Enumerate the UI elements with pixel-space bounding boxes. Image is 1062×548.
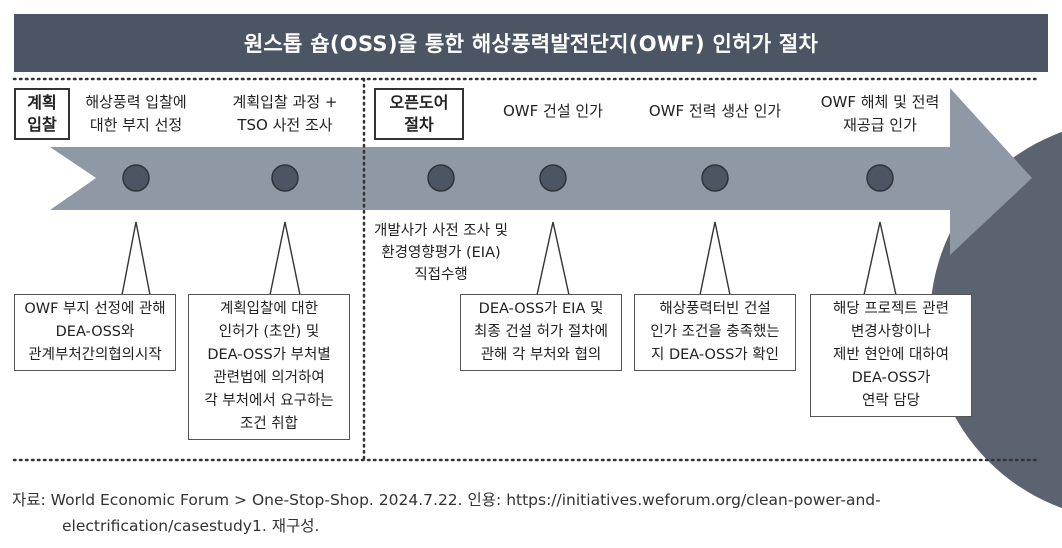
callout-box-5: 해당 프로젝트 관련 변경사항이나 제반 현안에 대하여 DEA-OSS가 연락… — [810, 294, 972, 417]
callout-pointer-3 — [536, 221, 570, 296]
page-title: 원스톱 숍(OSS)을 통한 해상풍력발전단지(OWF) 인허가 절차 — [243, 32, 819, 56]
stage-marker-5 — [701, 164, 729, 192]
title-bar: 원스톱 숍(OSS)을 통한 해상풍력발전단지(OWF) 인허가 절차 — [14, 14, 1048, 72]
stage-marker-6 — [866, 164, 894, 192]
callout-box-3: DEA-OSS가 EIA 및 최종 건설 허가 절차에 관해 각 부처와 협의 — [460, 294, 622, 371]
stage-label-3: OWF 건설 인가 — [502, 102, 603, 120]
stage-label-1: 해상풍력 입찰에 대한 부지 선정 — [85, 93, 187, 134]
stage-label-5: OWF 해체 및 전력 재공급 인가 — [820, 93, 940, 134]
developer-eia-note: 개발사가 사전 조사 및 환경영향평가 (EIA) 직접수행 — [374, 223, 508, 283]
phase-label-planning: 계획 입찰 — [14, 88, 70, 140]
stage-marker-3 — [427, 164, 455, 192]
stage-marker-1 — [122, 164, 150, 192]
source-line-2: electrification/casestudy1. 재구성. — [62, 517, 320, 535]
phase-label-text: 오픈도어 절차 — [389, 93, 449, 134]
stage-label-2: 계획입찰 과정 + TSO 사전 조사 — [232, 93, 338, 134]
stage-marker-4 — [539, 164, 567, 192]
phase-label-open-door: 오픈도어 절차 — [374, 88, 464, 140]
callout-box-1: OWF 부지 선정에 관해 DEA-OSS와 관계부처간의협의시작 — [14, 294, 176, 371]
callout-pointer-5 — [863, 221, 897, 296]
callout-pointer-2 — [269, 221, 301, 296]
callout-box-4: 해상풍력터빈 건설 인가 조건을 충족했는 지 DEA-OSS가 확인 — [634, 294, 796, 371]
source-citation: 자료: World Economic Forum > One-Stop-Shop… — [12, 487, 1052, 539]
phase-label-text: 계획 입찰 — [27, 93, 57, 134]
stage-marker-2 — [271, 164, 299, 192]
callout-pointer-1 — [121, 221, 151, 296]
source-line-1: 자료: World Economic Forum > One-Stop-Shop… — [12, 491, 881, 509]
callout-box-2: 계획입찰에 대한 인허가 (초안) 및 DEA-OSS가 부처별 관련법에 의거… — [188, 294, 350, 440]
callout-pointer-4 — [699, 221, 731, 296]
stage-label-4: OWF 전력 생산 인가 — [648, 102, 782, 120]
